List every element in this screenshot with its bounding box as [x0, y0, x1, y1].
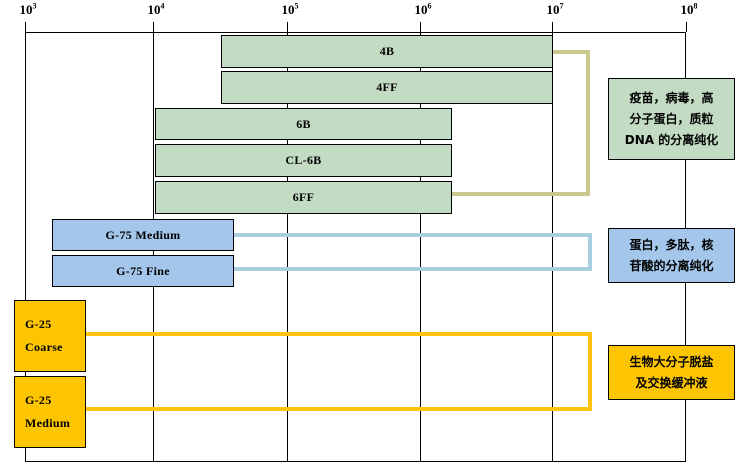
annotation-green-line-2: 分子蛋白，质粒: [629, 111, 714, 126]
bar-g25-coarse[interactable]: G-25 Coarse: [14, 300, 86, 372]
gridline-4: [552, 32, 553, 462]
annotation-blue-line-2: 苷酸的分离纯化: [629, 258, 714, 273]
gridline-2: [287, 32, 288, 462]
axis-tick-mark-3: [420, 22, 421, 32]
axis-tick-mark-2: [287, 22, 288, 32]
axis-tick-label-0: 103: [19, 1, 37, 17]
axis-tick-label-4: 107: [546, 1, 564, 17]
bar-g25-coarse-line-2: Coarse: [25, 340, 63, 354]
annotation-green-line-3: DNA 的分离纯化: [624, 132, 719, 147]
axis-tick-mark-4: [552, 22, 553, 32]
bar-g25-medium-line-1: G-25: [25, 393, 52, 408]
axis-tick-label-3: 106: [414, 1, 432, 17]
axis-tick-label-5: 108: [680, 1, 698, 17]
axis-tick-mark-0: [25, 22, 26, 32]
x-axis-line: [25, 32, 686, 33]
axis-tick-mark-1: [153, 22, 154, 32]
annotation-yellow-box: 生物大分子脱盐 及交换缓冲液: [608, 345, 735, 400]
annotation-green-line-1: 疫苗，病毒，高: [629, 90, 714, 105]
bar-6b[interactable]: 6B: [155, 108, 452, 140]
bar-g75-fine[interactable]: G-75 Fine: [52, 255, 234, 287]
annotation-yellow-line-1: 生物大分子脱盐: [629, 354, 714, 369]
bar-g75-medium[interactable]: G-75 Medium: [52, 219, 234, 251]
bar-4ff[interactable]: 4FF: [221, 71, 553, 104]
annotation-blue-box: 蛋白，多肽，核 苷酸的分离纯化: [608, 228, 735, 283]
bar-4b[interactable]: 4B: [221, 35, 553, 68]
bar-g25-coarse-line-1: G-25: [25, 317, 52, 332]
gridline-3: [420, 32, 421, 462]
axis-tick-label-2: 105: [281, 1, 299, 17]
bar-6ff[interactable]: 6FF: [155, 181, 452, 214]
annotation-yellow-line-2: 及交换缓冲液: [635, 375, 708, 390]
annotation-green-box: 疫苗，病毒，高 分子蛋白，质粒 DNA 的分离纯化: [608, 78, 735, 160]
axis-tick-mark-5: [686, 22, 687, 32]
bar-g25-medium-line-2: Medium: [25, 416, 71, 430]
bar-cl-6b[interactable]: CL-6B: [155, 144, 452, 177]
annotation-blue-line-1: 蛋白，多肽，核: [629, 237, 714, 252]
axis-tick-label-1: 104: [147, 1, 165, 17]
bar-g25-medium[interactable]: G-25 Medium: [14, 376, 86, 448]
